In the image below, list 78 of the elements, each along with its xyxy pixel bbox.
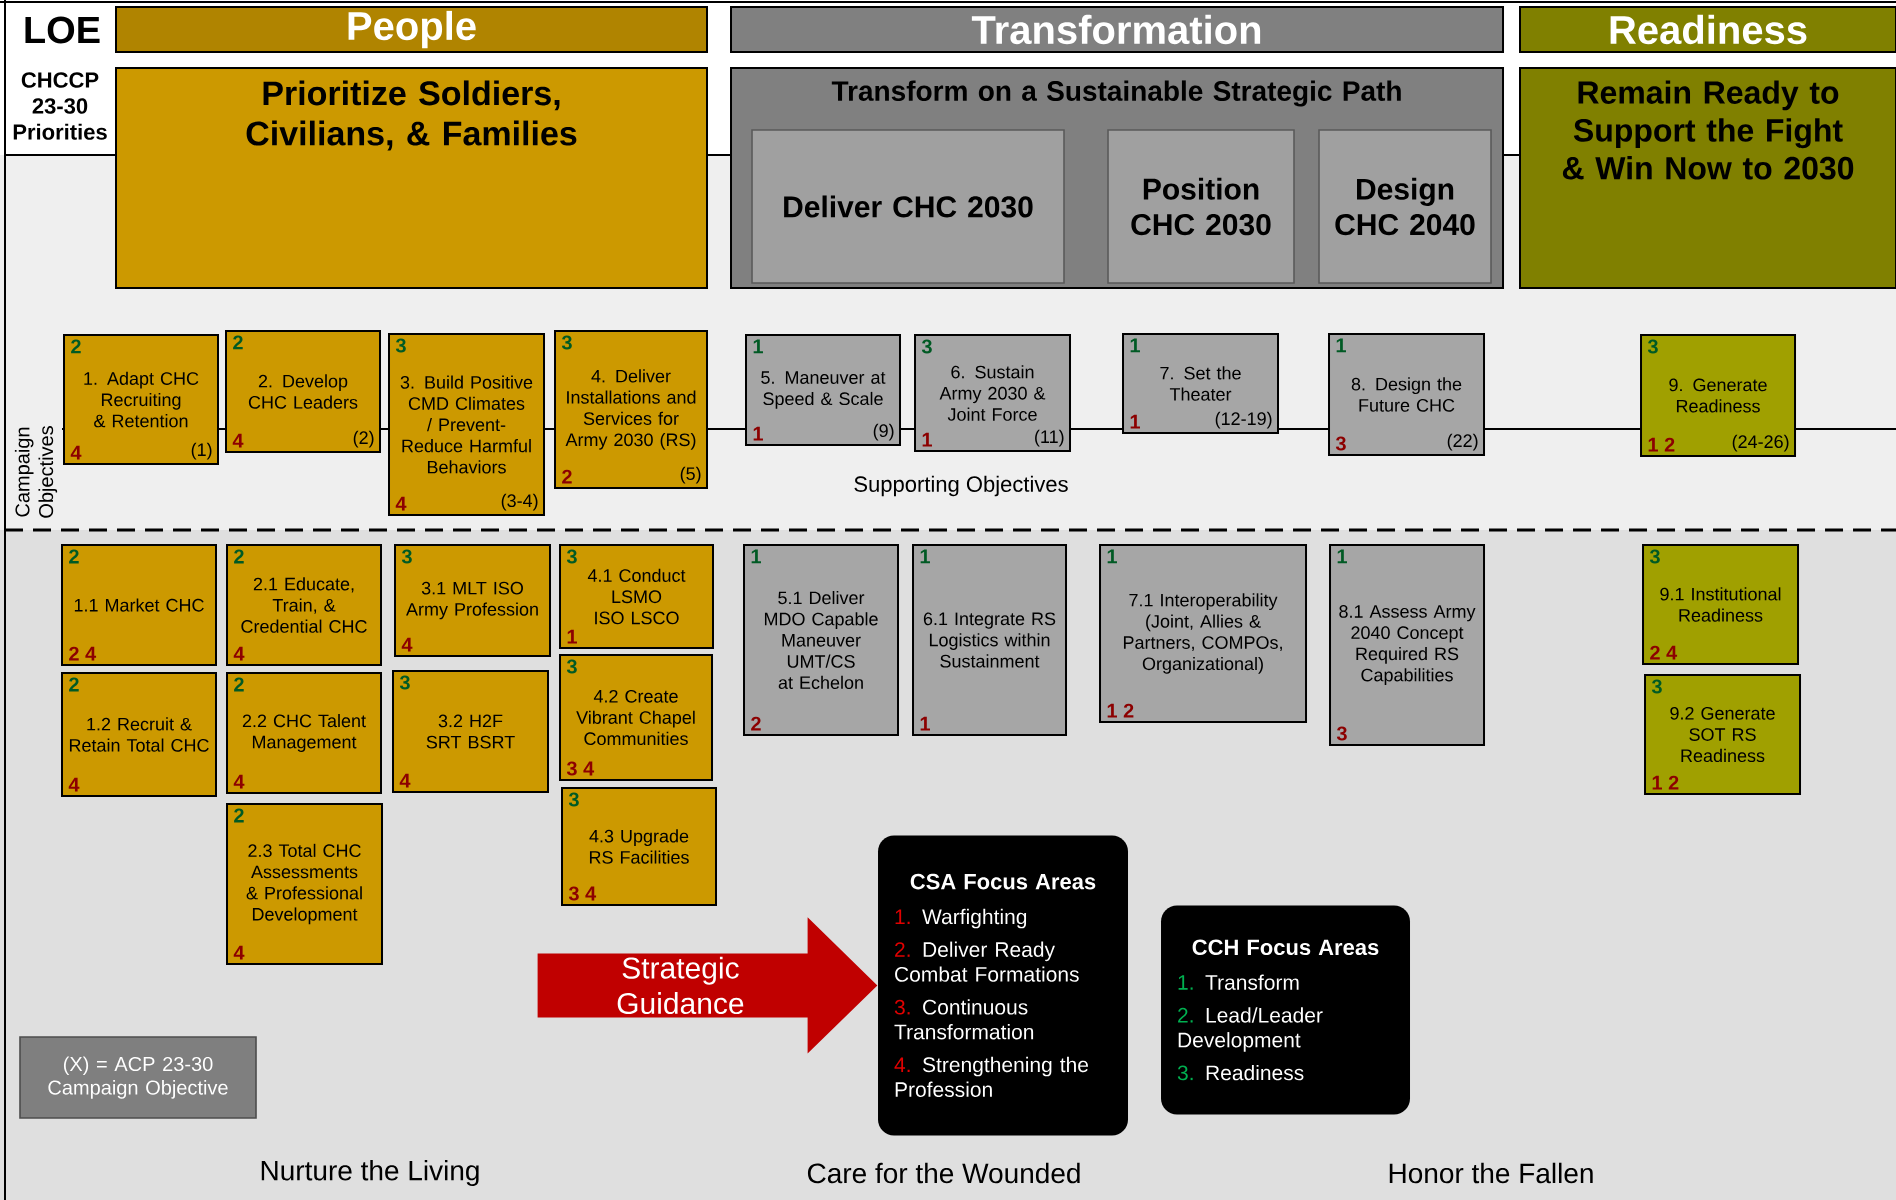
priority-number: 3	[568, 792, 579, 807]
objective-reference: (24-26)	[1732, 434, 1789, 452]
priority-number: 2 4	[69, 646, 97, 661]
priority-number: 3	[1651, 679, 1662, 694]
priority-number: 1	[920, 549, 930, 564]
priority-number: 2	[234, 677, 244, 692]
header-band: Transformation	[730, 6, 1504, 53]
objective-reference: (11)	[1035, 429, 1064, 447]
row-label: Campaign Objectives	[14, 426, 58, 518]
priority-number: 3 4	[566, 761, 595, 776]
priority-number: 3	[399, 675, 410, 690]
priority-number: 3	[566, 549, 577, 564]
section-label: Care for the Wounded	[807, 1162, 1080, 1184]
priority-number: 1	[1130, 338, 1140, 353]
priority-number: 1	[567, 629, 577, 644]
priority-number: 2	[71, 339, 81, 354]
header-band: Readiness	[1519, 6, 1896, 53]
priority-number: 1	[1130, 414, 1140, 429]
objective-reference: (1)	[191, 442, 212, 460]
row-label: Supporting Objectives	[854, 475, 1068, 497]
priority-number: 2	[69, 677, 79, 692]
priority-number: 1	[751, 549, 761, 564]
priority-number: 2	[69, 549, 79, 564]
focus-area-panel: CSA Focus Areas 1. Warfighting 2. Deliver Ready Combat Formations 3. Continuous Transformation 4. Strengthening the Profession	[878, 835, 1128, 1136]
priority-number: 3	[921, 339, 932, 354]
priority-number: 1	[753, 426, 763, 441]
objective-reference: (5)	[680, 466, 701, 484]
header-label: LOE	[25, 16, 100, 44]
priority-number: 2	[751, 716, 761, 731]
priority-number: 1	[920, 716, 930, 731]
header-band: People	[115, 6, 708, 53]
objective-reference: (22)	[1447, 433, 1478, 451]
priority-number: 4	[395, 496, 407, 511]
section-label: Honor the Fallen	[1389, 1162, 1593, 1184]
section-label: Nurture the Living	[261, 1159, 479, 1187]
priority-number: 1	[1337, 549, 1347, 564]
priority-number: 4	[401, 637, 413, 652]
priority-number: 1 2	[1107, 703, 1134, 718]
priority-number: 3	[395, 338, 406, 353]
objective-reference: (9)	[873, 423, 894, 441]
priority-number: 3	[1647, 339, 1658, 354]
priority-number: 2	[234, 549, 244, 564]
priority-box: Remain Ready to Support the Fight & Win Now to 2030	[1519, 67, 1896, 289]
priority-number: 3 4	[568, 886, 597, 901]
priority-number: 3	[1336, 726, 1347, 741]
sub-priority-box: Design CHC 2040	[1318, 129, 1492, 284]
focus-area-panel: CCH Focus Areas 1. Transform 2. Lead/Leader Development 3. Readiness	[1161, 905, 1410, 1115]
priority-number: 2	[233, 335, 243, 350]
priority-number: 1 2	[1652, 775, 1679, 790]
priority-number: 2 4	[1650, 645, 1678, 660]
priority-number: 3	[401, 549, 412, 564]
key-box: (X) = ACP 23-30 Campaign Objective	[19, 1036, 257, 1119]
priority-number: 4	[233, 945, 245, 960]
priority-number: 4	[232, 433, 244, 448]
priority-box: Prioritize Soldiers, Civilians, & Families	[115, 67, 708, 289]
priority-number: 2	[234, 808, 244, 823]
priority-number: 3	[1335, 436, 1346, 451]
header-label: CHCCP 23-30 Priorities	[13, 72, 107, 140]
objective-reference: (3-4)	[501, 493, 538, 511]
priority-number: 1	[1107, 549, 1117, 564]
priority-number: 2	[562, 469, 572, 484]
priority-number: 4	[68, 777, 80, 792]
priority-number: 1 2	[1648, 437, 1675, 452]
priority-number: 1	[922, 432, 932, 447]
priority-number: 4	[399, 773, 411, 788]
objective-reference: (2)	[353, 430, 374, 448]
sub-priority-box: Deliver CHC 2030	[751, 129, 1065, 284]
priority-number: 4	[233, 774, 245, 789]
priority-number: 3	[566, 659, 577, 674]
edge-label: Strategic Guidance	[617, 956, 744, 1015]
priority-number: 1	[753, 339, 763, 354]
sub-priority-box: Position CHC 2030	[1107, 129, 1295, 284]
priority-number: 3	[561, 335, 572, 350]
priority-number: 1	[1336, 338, 1346, 353]
priority-number: 4	[70, 445, 82, 460]
priority-number: 4	[233, 646, 245, 661]
objective-reference: (12-19)	[1215, 411, 1272, 429]
priority-number: 3	[1649, 549, 1660, 564]
